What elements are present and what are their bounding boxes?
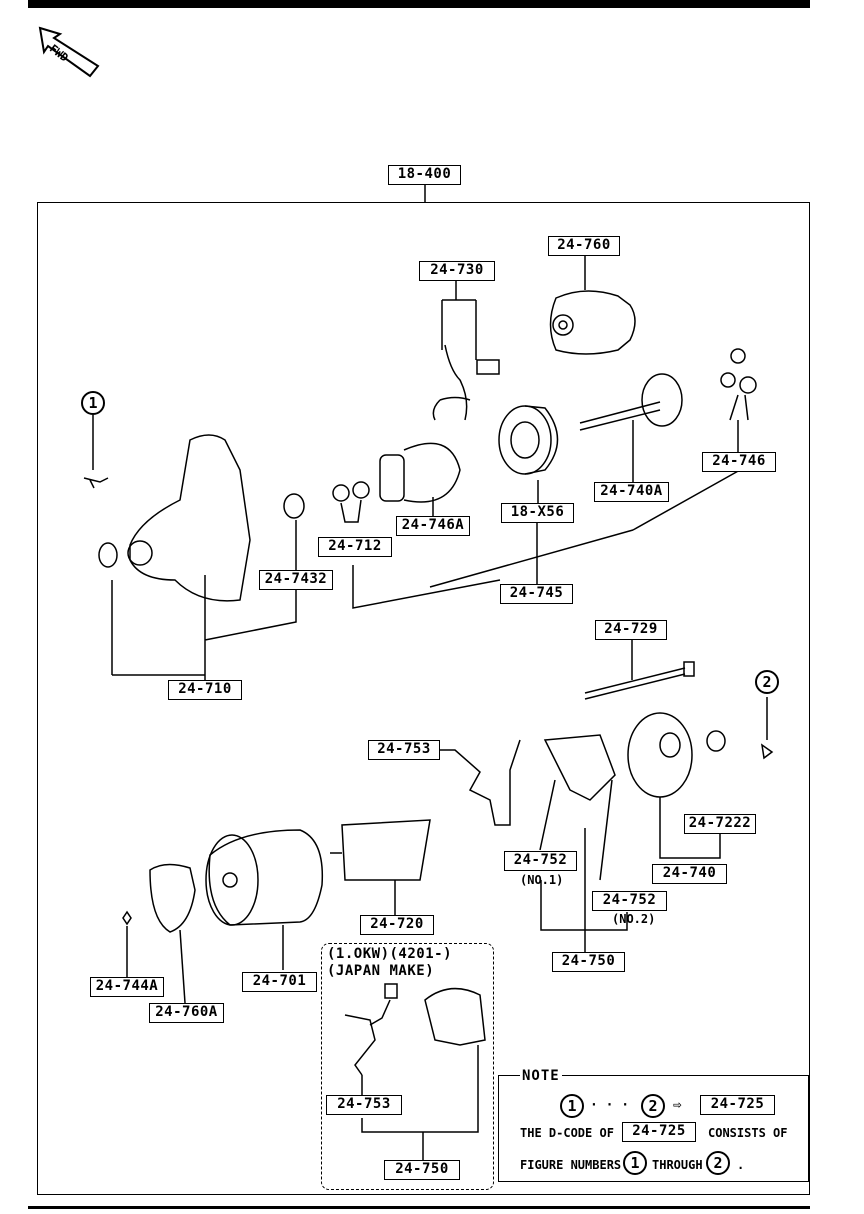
callout-1: 1	[81, 391, 105, 415]
note-text-1b: CONSISTS OF	[708, 1126, 788, 1140]
note-callout-2b: 2	[706, 1151, 730, 1175]
part-label-24-7432[interactable]: 24-7432	[259, 570, 333, 590]
note-callout-1: 1	[560, 1094, 584, 1118]
note-dots: · · ·	[590, 1098, 630, 1113]
part-label-24-746[interactable]: 24-746	[702, 452, 776, 472]
part-label-24-750[interactable]: 24-750	[552, 952, 625, 972]
part-label-24-720[interactable]: 24-720	[360, 915, 434, 935]
part-label-24-760A[interactable]: 24-760A	[149, 1003, 224, 1023]
callout-2: 2	[755, 670, 779, 694]
part-label-24-753-variant[interactable]: 24-753	[326, 1095, 402, 1115]
note-arrow-icon: ⇨	[673, 1097, 682, 1113]
sub-label-no2: (NO.2)	[612, 912, 656, 926]
part-label-24-746A[interactable]: 24-746A	[396, 516, 470, 536]
part-label-24-740A[interactable]: 24-740A	[594, 482, 669, 502]
variant-line-1: (1.OKW)(4201-)	[327, 946, 453, 962]
bottom-rule	[28, 1206, 810, 1209]
japan-make-variant-box	[321, 943, 494, 1190]
note-box	[498, 1075, 809, 1182]
solenoid-shape	[549, 290, 636, 355]
part-label-24-7222[interactable]: 24-7222	[684, 814, 756, 834]
part-label-24-745[interactable]: 24-745	[500, 584, 573, 604]
part-label-24-712[interactable]: 24-712	[318, 537, 392, 557]
note-text-1a: THE D-CODE OF	[520, 1126, 614, 1140]
variant-line-2: (JAPAN MAKE)	[327, 963, 435, 979]
top-rule	[28, 0, 810, 8]
note-text-2b: THROUGH	[652, 1158, 703, 1172]
note-callout-1b: 1	[623, 1151, 647, 1175]
part-label-24-752-no2[interactable]: 24-752	[592, 891, 667, 911]
part-label-24-701[interactable]: 24-701	[242, 972, 317, 992]
part-label-24-752-no1[interactable]: 24-752	[504, 851, 577, 871]
note-code-label[interactable]: 24-725	[700, 1095, 775, 1115]
sub-label-no1: (NO.1)	[520, 873, 564, 887]
part-label-24-710[interactable]: 24-710	[168, 680, 242, 700]
note-title: NOTE	[520, 1068, 562, 1084]
note-callout-2: 2	[641, 1094, 665, 1118]
part-label-24-740[interactable]: 24-740	[652, 864, 727, 884]
part-label-24-753[interactable]: 24-753	[368, 740, 440, 760]
fwd-arrow-icon	[38, 26, 100, 78]
front-housing-shape	[129, 434, 251, 602]
part-label-24-760[interactable]: 24-760	[548, 236, 620, 256]
assembly-frame	[37, 202, 810, 1195]
part-label-24-750-variant[interactable]: 24-750	[384, 1160, 460, 1180]
part-label-18-X56[interactable]: 18-X56	[501, 503, 574, 523]
note-text-2a: FIGURE NUMBERS	[520, 1158, 622, 1172]
part-label-24-729[interactable]: 24-729	[595, 620, 667, 640]
note-code-inline[interactable]: 24-725	[622, 1122, 696, 1142]
part-label-24-730[interactable]: 24-730	[419, 261, 495, 281]
part-label-18-400[interactable]: 18-400	[388, 165, 461, 185]
note-text-2c: .	[737, 1158, 745, 1172]
part-label-24-744A[interactable]: 24-744A	[90, 977, 164, 997]
